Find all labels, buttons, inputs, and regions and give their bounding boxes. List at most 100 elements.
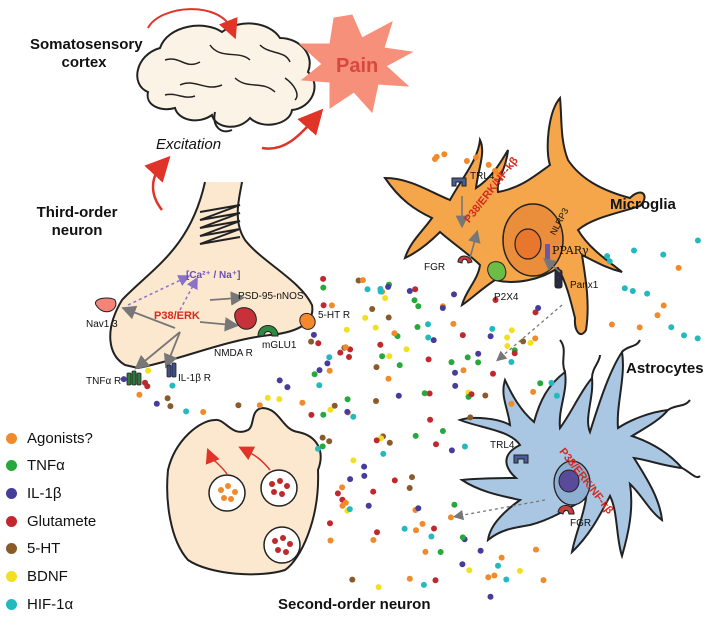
molecule-dot (183, 408, 190, 415)
molecule-dot (308, 411, 315, 418)
p2x4-label: P2X4 (494, 292, 519, 303)
molecule-dot (264, 394, 271, 401)
molecule-dot (463, 158, 470, 164)
neuron-signal-arrows (121, 291, 246, 370)
molecule-dot (320, 284, 327, 291)
molecule-dot (406, 288, 413, 294)
molecule-dot (422, 548, 429, 555)
pain-burst (298, 14, 414, 114)
molecule-dot (451, 291, 457, 298)
neuron-up-arrow (144, 155, 171, 211)
molecule-dot (432, 577, 439, 584)
molecule-dot (365, 502, 372, 509)
molecule-dot (452, 369, 458, 376)
molecule-dot (406, 485, 413, 491)
legend-label: Agonists? (27, 429, 93, 447)
presynaptic-vesicles (208, 469, 301, 564)
molecule-dot (320, 275, 327, 282)
molecule-dot (492, 167, 498, 174)
molecule-dot (668, 324, 675, 331)
molecule-dot (425, 356, 432, 363)
molecule-dot (508, 327, 515, 334)
molecule-dot (621, 285, 628, 292)
p2x4-receptor (487, 261, 507, 282)
molecule-dot (315, 445, 321, 452)
legend-label: Glutamete (27, 512, 97, 530)
third-order-neuron (109, 181, 314, 370)
nav13-channel (94, 297, 117, 313)
microglia-to-astrocyte-arrow (496, 304, 563, 362)
molecule-dot (284, 384, 291, 391)
molecule-dot (395, 392, 402, 399)
molecule-dot (350, 457, 357, 464)
legend-label: BDNF (27, 567, 68, 585)
molecule-dot (437, 549, 444, 555)
molecule-dot (385, 283, 392, 290)
molecule-dot (326, 438, 333, 445)
molecule-dot (608, 321, 615, 328)
molecule-dot (660, 302, 667, 309)
somatosensory-cortex-label: Somatosensory cortex (30, 36, 143, 71)
molecule-dot (370, 488, 377, 495)
molecule-dot (516, 567, 523, 574)
panx1-label: Panx1 (570, 280, 599, 291)
molecule-dot (375, 584, 382, 591)
molecule-dot (200, 409, 207, 415)
molecule-dot (415, 303, 422, 310)
5ht-r-label: 5-HT R (318, 310, 351, 321)
nmda-label: NMDA R (214, 348, 253, 359)
molecule-dot (430, 337, 437, 344)
molecule-dot (391, 477, 398, 484)
molecule-dot (385, 375, 392, 382)
molecule-dot (316, 382, 323, 389)
molecule-dot (414, 324, 421, 330)
molecule-dot (421, 390, 428, 397)
molecule-dot (342, 344, 349, 351)
molecule-dot (426, 390, 433, 397)
molecule-dot (144, 383, 151, 390)
legend-label: HIF-1α (27, 595, 74, 613)
molecule-dot (327, 406, 334, 413)
molecule-dot (441, 151, 448, 158)
molecule-dot (361, 472, 368, 479)
molecule-dot (337, 349, 344, 356)
molecule-dot (464, 354, 471, 361)
vesicle-stack (199, 204, 241, 245)
molecule-dot (631, 247, 637, 254)
molecule-dot (654, 312, 661, 319)
molecule-dot (403, 346, 410, 353)
mglu1-label: mGLU1 (262, 340, 297, 351)
molecule-dot (467, 414, 474, 421)
molecule-dot (460, 367, 467, 374)
molecule-dot (362, 314, 369, 321)
molecule-dot (675, 264, 682, 271)
molecule-dot (489, 325, 496, 332)
molecule-dot (343, 326, 350, 333)
molecule-dot (533, 546, 539, 553)
molecule-dot (604, 253, 611, 260)
molecule-dot (346, 354, 352, 360)
molecule-dot (482, 392, 489, 399)
molecule-dot (508, 400, 515, 407)
molecule-dot (433, 441, 439, 448)
molecule-dot (473, 154, 480, 161)
molecule-dot (372, 324, 379, 331)
molecule-dot (339, 484, 346, 491)
legend-item: Glutamete (6, 510, 96, 532)
legend-item: Agonists? (6, 427, 93, 449)
signaling-molecules (120, 151, 701, 600)
molecule-dot (319, 443, 326, 450)
microglia-receptors (451, 177, 563, 289)
release-arrows (205, 446, 271, 475)
molecule-dot (327, 537, 334, 544)
molecule-dot (315, 340, 322, 347)
molecule-dot (316, 367, 323, 374)
legend-swatch (6, 487, 17, 499)
molecule-dot (503, 576, 510, 583)
molecule-dot (495, 562, 501, 569)
molecule-dot (374, 529, 380, 536)
molecule-dot (334, 490, 341, 497)
molecule-dot (495, 171, 502, 178)
excitation-arrow (261, 108, 324, 150)
molecule-dot (364, 286, 371, 293)
